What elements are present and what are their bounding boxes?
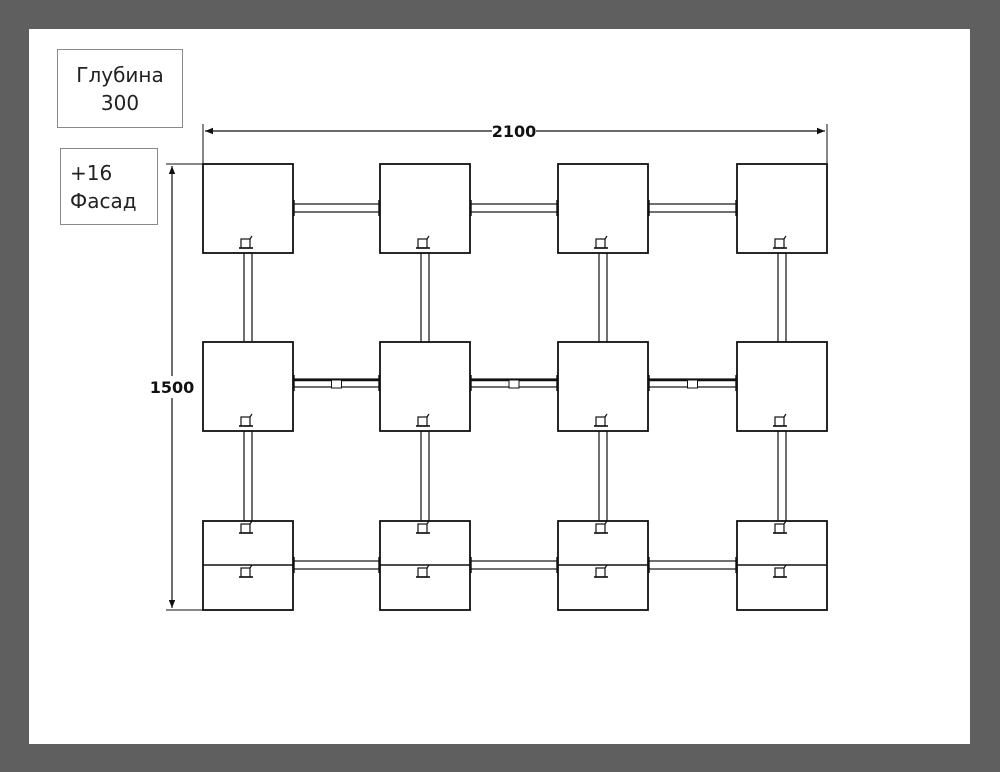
hinge-mark (774, 238, 785, 249)
hinge-tab (783, 564, 787, 569)
hinge-tab (604, 564, 608, 569)
height-dimension: 1500 (150, 163, 206, 611)
hinge-tab (249, 564, 253, 569)
hinge-mark (417, 567, 428, 578)
horizontal-connector (469, 203, 559, 213)
depth-value: 300 (100, 90, 140, 115)
vertical-connector (598, 430, 608, 522)
module-box (202, 163, 294, 254)
offset-value: +16 (70, 160, 113, 185)
hinge-mark (774, 416, 785, 427)
module-box (557, 341, 649, 432)
facade-label-box: +16 Фасад (60, 148, 158, 225)
height-dimension-text: 1500 (150, 378, 195, 397)
depth-title: Глубина (76, 62, 164, 87)
hinge-mark (774, 523, 785, 534)
hinge-mark (240, 523, 251, 534)
module-box (379, 163, 471, 254)
module-box (736, 163, 828, 254)
hinge-mark (595, 523, 606, 534)
vertical-connector (243, 252, 253, 343)
hinge-tab (426, 413, 430, 418)
hinge-mark (417, 416, 428, 427)
vertical-connector (598, 252, 608, 343)
horizontal-connector (469, 560, 559, 570)
width-dimension-text: 2100 (492, 122, 537, 141)
hinge-mark (240, 238, 251, 249)
vertical-connector (777, 252, 787, 343)
module-grid (202, 163, 828, 611)
module-box (202, 341, 294, 432)
hinge-mark (595, 567, 606, 578)
hinge-tab (426, 235, 430, 240)
hinge-tab (426, 520, 430, 525)
width-dimension: 2100 (202, 120, 828, 168)
hinge-tab (249, 413, 253, 418)
vertical-connector (420, 252, 430, 343)
hinge-mark (595, 416, 606, 427)
horizontal-connector (292, 560, 381, 570)
hinge-mark (774, 567, 785, 578)
hinge-mark (240, 567, 251, 578)
module-box (736, 341, 828, 432)
facade-label: Фасад (70, 188, 137, 213)
module-box (379, 341, 471, 432)
connector-clip (687, 379, 698, 389)
module-box (557, 163, 649, 254)
hinge-tab (604, 520, 608, 525)
hinge-tab (604, 235, 608, 240)
horizontal-connector (292, 203, 381, 213)
hinge-mark (417, 523, 428, 534)
hinge-tab (249, 235, 253, 240)
depth-label-box: Глубина 300 (57, 49, 183, 128)
hinge-mark (240, 416, 251, 427)
hinge-mark (417, 238, 428, 249)
hinge-mark (595, 238, 606, 249)
hinge-tab (783, 520, 787, 525)
hinge-tab (249, 520, 253, 525)
vertical-connector (420, 430, 430, 522)
connector-clip (508, 379, 520, 389)
vertical-connector (777, 430, 787, 522)
hinge-tab (783, 413, 787, 418)
vertical-connector (243, 430, 253, 522)
hinge-tab (783, 235, 787, 240)
hinge-tab (604, 413, 608, 418)
connector-clip (331, 379, 342, 389)
horizontal-connector (647, 203, 738, 213)
horizontal-connector (647, 560, 738, 570)
hinge-tab (426, 564, 430, 569)
